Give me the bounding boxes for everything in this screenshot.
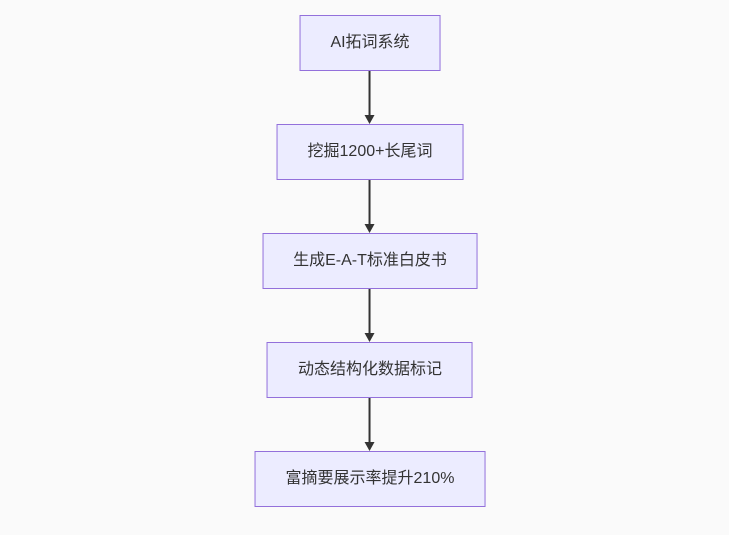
arrow-down-icon — [365, 71, 375, 124]
arrow-down-icon — [365, 180, 375, 233]
arrow-shaft — [369, 398, 371, 442]
flow-node-eat-whitepaper: 生成E-A-T标准白皮书 — [262, 233, 478, 289]
flow-node-ai-keyword-system: AI拓词系统 — [299, 15, 441, 71]
arrow-shaft — [369, 289, 371, 333]
arrow-down-icon — [365, 398, 375, 451]
arrow-head-icon — [365, 224, 375, 233]
flow-node-structured-data-markup: 动态结构化数据标记 — [266, 342, 473, 398]
arrow-down-icon — [365, 289, 375, 342]
flow-node-rich-snippet-uplift: 富摘要展示率提升210% — [254, 451, 486, 507]
flowchart-column: AI拓词系统 挖掘1200+长尾词 生成E-A-T标准白皮书 动态结构化数据标记… — [254, 15, 486, 507]
arrow-shaft — [369, 71, 371, 115]
arrow-shaft — [369, 180, 371, 224]
flow-node-longtail-keywords: 挖掘1200+长尾词 — [276, 124, 464, 180]
arrow-head-icon — [365, 333, 375, 342]
arrow-head-icon — [365, 442, 375, 451]
arrow-head-icon — [365, 115, 375, 124]
